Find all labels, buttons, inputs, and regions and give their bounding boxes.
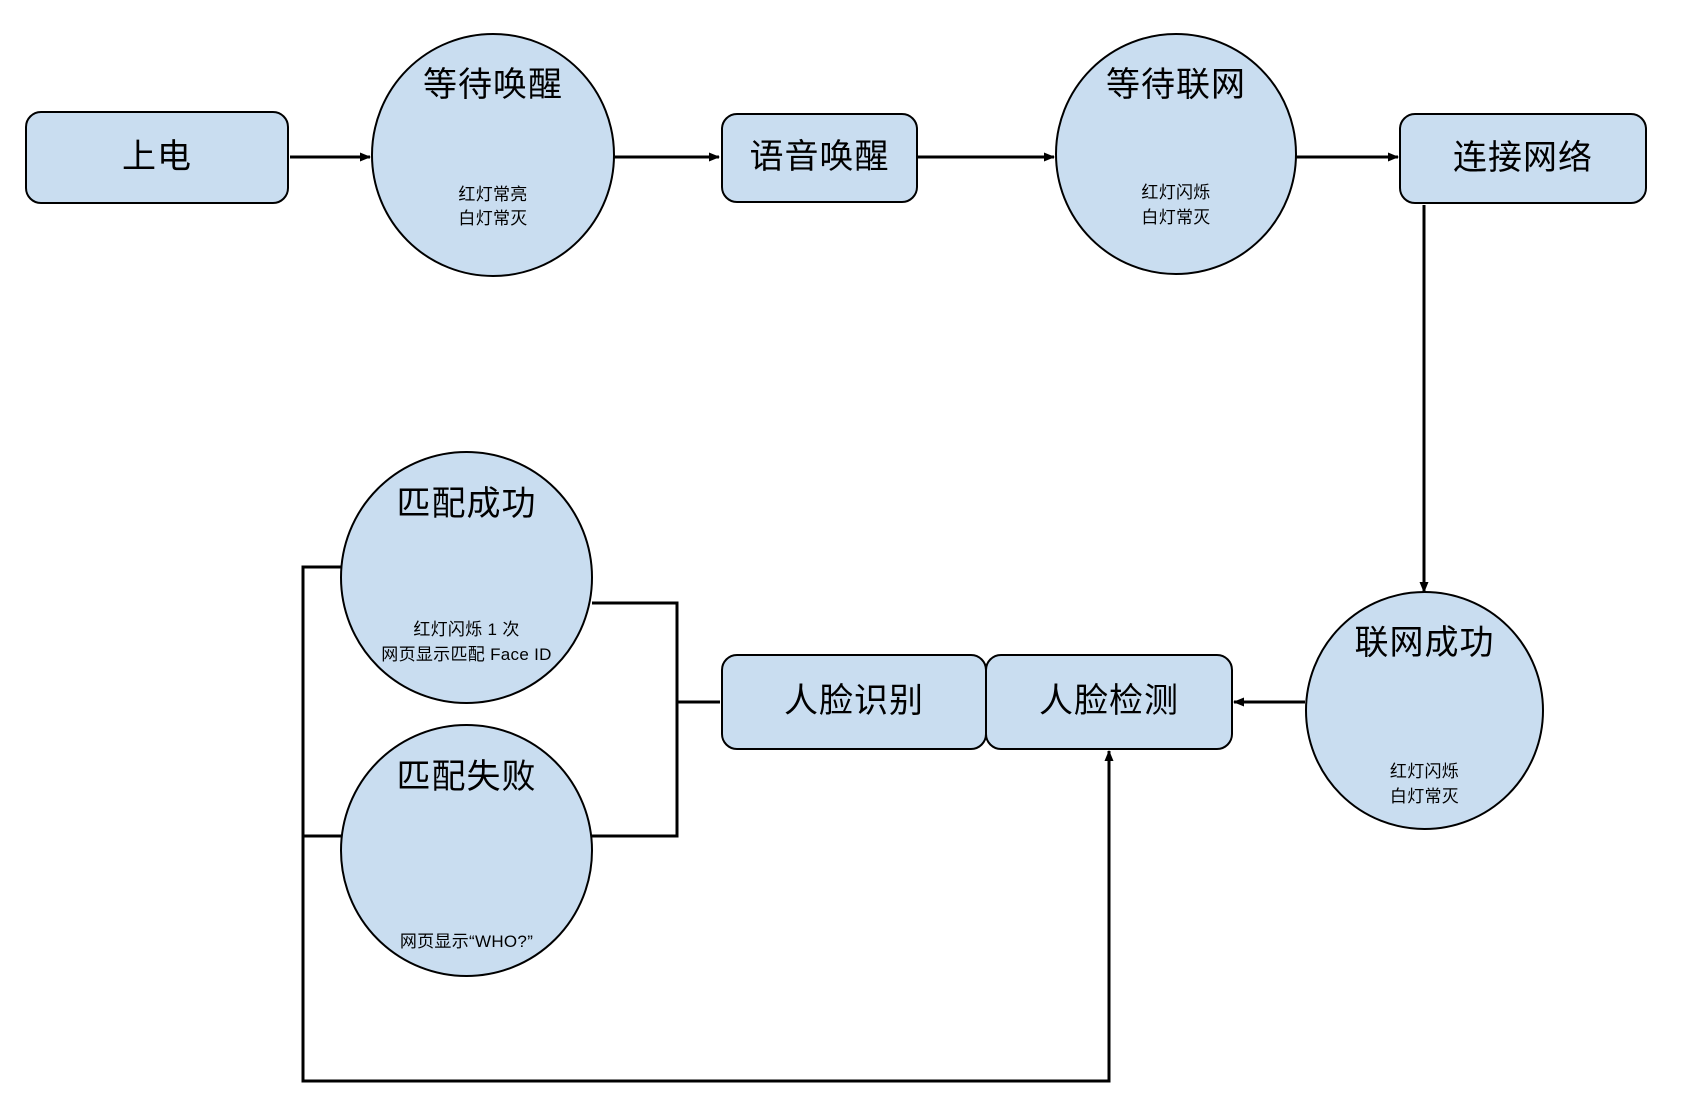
edge-face-recognize-to-match-fail-branch: [592, 702, 679, 838]
node-network-success-title: 联网成功: [1354, 623, 1495, 662]
node-face-recognize[interactable]: 人脸识别: [721, 654, 987, 750]
node-match-fail[interactable]: 匹配失败 网页显示“WHO?”: [340, 724, 593, 977]
node-face-detect[interactable]: 人脸检测: [985, 654, 1233, 750]
node-match-success-sub: 红灯闪烁 1 次 网页显示匹配 Face ID: [381, 619, 552, 664]
node-power-on-title: 上电: [122, 137, 192, 176]
node-network-success-sub: 红灯闪烁 白灯常灭: [1389, 761, 1460, 806]
node-power-on[interactable]: 上电: [25, 111, 289, 204]
node-voice-wake[interactable]: 语音唤醒: [721, 113, 918, 203]
node-connect-network-title: 连接网络: [1453, 138, 1593, 177]
node-wait-wake[interactable]: 等待唤醒 红灯常亮 白灯常灭: [371, 33, 615, 277]
node-wait-wake-title: 等待唤醒: [423, 66, 563, 105]
node-face-detect-title: 人脸检测: [1039, 682, 1179, 721]
node-connect-network[interactable]: 连接网络: [1399, 113, 1647, 204]
node-match-fail-title: 匹配失败: [396, 758, 537, 797]
node-face-recognize-title: 人脸识别: [784, 682, 924, 721]
node-wait-network-title: 等待联网: [1106, 65, 1246, 104]
node-wait-network[interactable]: 等待联网 红灯闪烁 白灯常灭: [1055, 33, 1297, 275]
node-match-success-title: 匹配成功: [396, 485, 537, 524]
node-voice-wake-title: 语音唤醒: [749, 138, 890, 177]
edge-face-recognize-to-match-bracket: [592, 601, 720, 704]
node-wait-network-sub: 红灯闪烁 白灯常灭: [1141, 182, 1211, 227]
node-match-fail-sub: 网页显示“WHO?”: [399, 932, 534, 952]
node-wait-wake-sub: 红灯常亮 白灯常灭: [458, 184, 528, 229]
node-network-success[interactable]: 联网成功 红灯闪烁 白灯常灭: [1305, 591, 1544, 830]
node-match-success[interactable]: 匹配成功 红灯闪烁 1 次 网页显示匹配 Face ID: [340, 451, 593, 704]
